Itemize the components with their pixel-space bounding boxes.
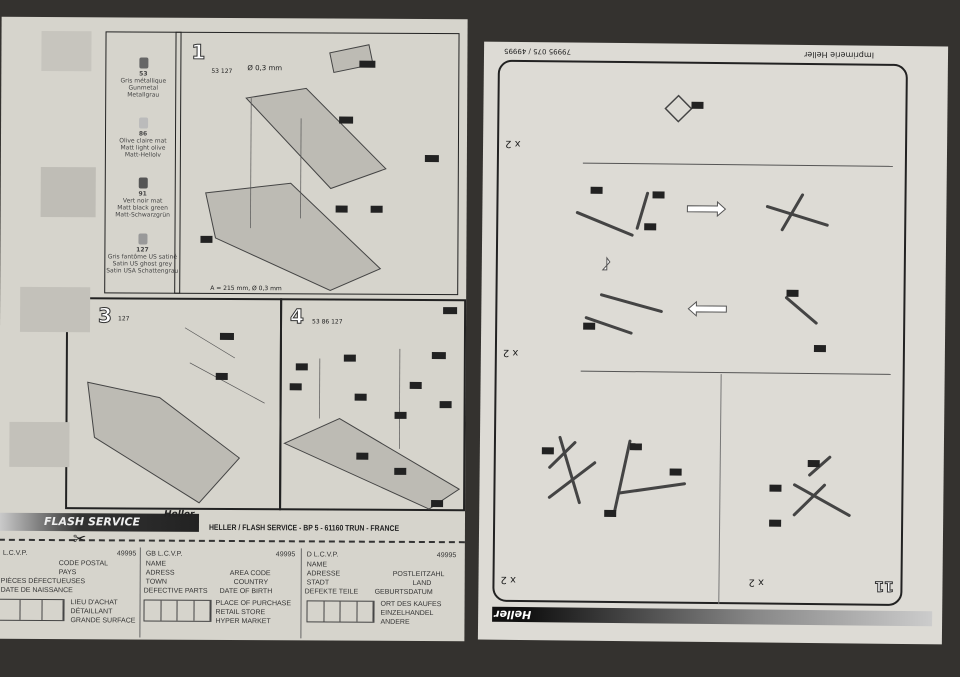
- side-instructions-column: [0, 27, 102, 498]
- form-field-label: GB L.C.V.P.: [145, 550, 183, 558]
- photo-thumbnail: [41, 30, 92, 72]
- form-gb[interactable]: GB L.C.V.P. 49995 NAME ADRESS AREA CODE …: [141, 547, 302, 639]
- heller-logo: Heller: [494, 607, 532, 622]
- brand-bar: [492, 606, 933, 627]
- photo-thumbnail: [9, 421, 70, 468]
- form-fr[interactable]: L.C.V.P. 49995 CODE POSTAL PAYS PIÈCES D…: [0, 546, 141, 638]
- deck-part-drawing: [245, 87, 387, 190]
- form-field-label: GRANDE SURFACE: [70, 617, 136, 625]
- form-field-label: HYPER MARKET: [215, 617, 271, 626]
- hull-drawing: [205, 182, 382, 292]
- form-field-label: NAME: [145, 560, 167, 568]
- form-field-label: 49995: [436, 552, 457, 560]
- form-field-label: ORT DES KAUFES: [380, 600, 442, 609]
- cut-line: [0, 538, 465, 544]
- form-field-label: EINZELHANDEL: [380, 609, 434, 618]
- form-field-label: PLACE OF PURCHASE: [215, 599, 292, 608]
- scissors-icon: ✂: [72, 529, 87, 549]
- form-field-label: ADRESSE: [306, 570, 341, 578]
- form-field-label: DEFEKTE TEILE: [304, 588, 359, 596]
- form-field-label: CODE POSTAL: [58, 560, 109, 568]
- step3-hull-drawing: [87, 381, 241, 504]
- form-field-label: DATE OF BIRTH: [219, 587, 273, 596]
- form-field-label: DÉTAILLANT: [70, 608, 113, 616]
- part-number-tags: [541, 101, 826, 527]
- form-field-label: TOWN: [145, 578, 167, 586]
- arrows: [601, 200, 727, 317]
- form-field-label: STADT: [306, 579, 330, 587]
- heller-logo: Heller: [164, 509, 195, 520]
- form-field-label: L.C.V.P.: [2, 549, 28, 557]
- form-field-label: PAYS: [58, 569, 77, 577]
- form-field-label: ADRESS: [145, 569, 175, 577]
- part-number-tags: [200, 60, 458, 508]
- form-field-label: 49995: [275, 551, 296, 559]
- form-field-label: PIÈCES DÉFECTUEUSES: [0, 577, 86, 586]
- form-field-label: LAND: [412, 579, 432, 588]
- form-field-label: GEBURTSDATUM: [374, 588, 433, 597]
- form-field-label: NAME: [306, 561, 328, 569]
- form-field-label: 49995: [116, 550, 137, 558]
- mast-assembly-drawings: [541, 94, 851, 527]
- form-de[interactable]: D L.C.V.P. 49995 NAME ADRESSE POSTLEITZA…: [302, 548, 464, 639]
- form-field-label: DATE DE NAISSANCE: [0, 586, 73, 595]
- form-input-grid[interactable]: [143, 599, 212, 622]
- assembly-drawings: [87, 44, 461, 510]
- instruction-sheet-right: Imprimerie Heller 79995 075 / 49995 x 2 …: [477, 41, 949, 645]
- form-field-label: LIEU D'ACHAT: [70, 599, 118, 607]
- form-field-label: RETAIL STORE: [215, 608, 266, 617]
- form-field-label: D L.C.V.P.: [306, 551, 339, 559]
- form-field-label: DEFECTIVE PARTS: [143, 587, 208, 595]
- photo-thumbnail: [19, 286, 91, 333]
- form-field-label: AREA CODE: [229, 569, 271, 578]
- step4-hull-drawing: [283, 417, 461, 510]
- form-input-grid[interactable]: [306, 600, 375, 623]
- form-field-label: COUNTRY: [233, 579, 269, 587]
- photo-thumbnail: [40, 166, 96, 218]
- form-input-grid[interactable]: [0, 598, 65, 622]
- ramp-part-drawing: [329, 44, 374, 74]
- flash-service-address: HELLER / FLASH SERVICE - BP 5 - 61160 TR…: [208, 522, 400, 533]
- form-field-label: POSTLEITZAHL: [392, 570, 445, 579]
- form-field-label: ANDERE: [380, 618, 410, 626]
